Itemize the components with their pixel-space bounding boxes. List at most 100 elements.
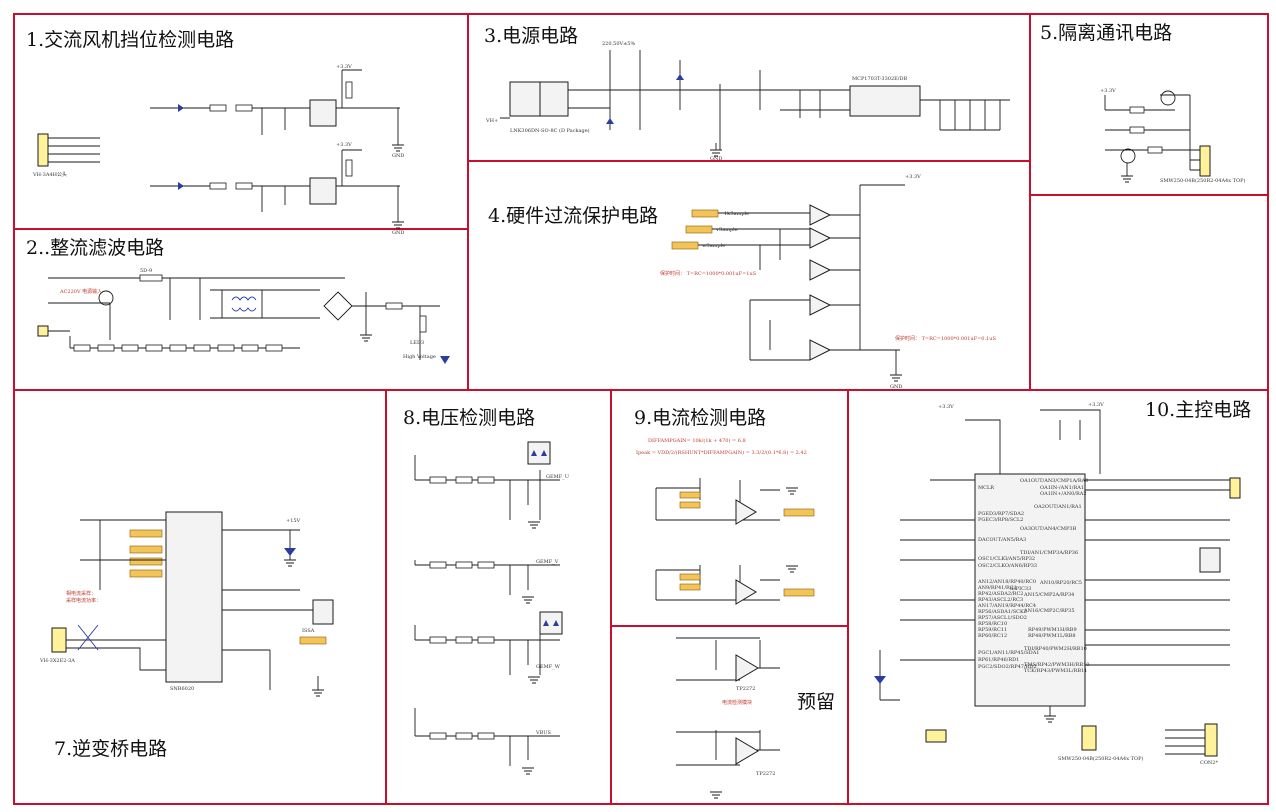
mcu-label: dsPIC33	[1010, 586, 1031, 592]
motor-connector-label: VH-3X2E2-3A	[39, 658, 75, 664]
motor-connector	[51, 627, 67, 653]
inverter-vcc-label: +15V	[286, 518, 301, 524]
vdiv-row-3: GEMF_W	[429, 611, 563, 675]
mcu-pin-14: RP59/RC11	[978, 627, 1007, 633]
inverter-tag: ISSA	[302, 628, 315, 634]
iso-connector-label: SMW250-04B(250R2-04A4x TOP)	[1160, 177, 1245, 184]
mcu-rpin-8: AN16/CMP2C/RP35	[1023, 608, 1075, 614]
mcu-header-j3	[1081, 725, 1097, 751]
panel-title-main-control: 10.主控电路	[1145, 399, 1251, 421]
panel-fan-detect: VH-3A4H公头 GND GND +3.3V +3.3V	[32, 64, 404, 236]
mcu-pin-18: PGC2/SDO2/RP47/RD2	[978, 664, 1037, 670]
mcu-pin-5: OSC2/CLKO/AN6/RP33	[978, 563, 1037, 569]
panel-main-control: dsPIC33 MCLR PGED3/RP7/SDA2 PGEC3/RP8/SC…	[874, 402, 1241, 766]
vdiv-net-1: GEMF_U	[546, 474, 569, 480]
diode-d4	[606, 118, 614, 124]
panel-rectifier: AC220V 电源输入 5D-9 LED3 High Voltage	[37, 268, 450, 364]
optocoupler-u1	[309, 99, 337, 127]
mcu-pin-10: AN17/AN19/RP44/RC4	[977, 603, 1036, 609]
panel-title-rectifier: 2..整流滤波电路	[26, 237, 164, 259]
led3	[440, 356, 450, 364]
diff-amp-1	[735, 499, 757, 525]
vdiv-net-2: GEMF_V	[536, 559, 559, 565]
vdiv-row-4: VBUS	[429, 730, 551, 766]
reserve-opamp-1-label: TP2272	[736, 686, 755, 692]
lnk306-ic	[539, 81, 569, 117]
mcu-rpin-11: TDI/RP40/PWM2H/RB10	[1024, 646, 1087, 652]
mcu-vcc-label-2: +3.3V	[1088, 402, 1104, 408]
mcu-chip	[974, 473, 1086, 707]
vcc-label-p4: +3.3V	[905, 174, 921, 180]
reserve-opamp-1	[735, 654, 759, 682]
diode-d2	[178, 182, 184, 190]
mcu-pin-0: MCLR	[978, 485, 994, 491]
panel-title-power: 3.电源电路	[484, 25, 578, 47]
power-input-label: VH+	[485, 118, 498, 124]
bridge-rectifier	[323, 291, 353, 321]
ldo-label: MCP1703T-3302E/DB	[852, 76, 907, 82]
gnd-label-p3: GND	[710, 156, 722, 162]
mcu-rpin-9: RP49/PWM1H/RB9	[1028, 627, 1077, 633]
mcu-rpin-6: AN10/RP20/RC5	[1039, 580, 1082, 586]
mcu-rpin-5: TDI/AN1/CMP3A/RP36	[1020, 550, 1078, 556]
gnd-label-p1a: GND	[392, 153, 404, 159]
panel-frames	[13, 13, 1269, 805]
panel-voltage-detect: GEMF_U GEMF_V GEMF_W VBUS	[414, 441, 569, 775]
panel-overcurrent: 1kSample vSample wSample 保护时间： T=RC=1000…	[660, 174, 996, 390]
mcu-rpin-10: RP48/PWM1L/RB8	[1028, 633, 1076, 639]
diode-d1	[178, 104, 184, 112]
transistor-q2	[1120, 148, 1136, 164]
panel-title-inverter: 7.逆变桥电路	[54, 738, 167, 760]
oc-formula-1: 保护时间： T=RC=1000*0.001uF=1uS	[660, 270, 757, 277]
mcu-rpin-0: OA1OUT/AN3/CMP1A/RA0	[1020, 478, 1088, 484]
oc-input-2: vSample	[715, 227, 738, 233]
lnk306-label: LNK306DN-SO-8C (D Package)	[510, 127, 590, 134]
tvs-diode-pair	[312, 599, 334, 625]
mcu-pin-3: DACOUT/AN5/RA3	[978, 537, 1026, 543]
mcu-pin-16: PGC1/AN11/RP45/SDA1	[978, 650, 1039, 656]
comparator-5	[809, 339, 832, 361]
thermistor	[139, 274, 163, 282]
diode-d3	[676, 74, 684, 80]
vdiv-net-4: VBUS	[535, 730, 551, 736]
comparator-3	[809, 259, 832, 281]
mcu-rpin-12: TMS/RP42/PWM3H/RB10	[1024, 662, 1089, 668]
power-cap-label: 220,50V±5%	[602, 41, 635, 47]
iso-connector	[1199, 145, 1211, 177]
panel-title-current-detect: 9.电流检测电路	[634, 407, 766, 429]
resistor-chain	[73, 344, 283, 352]
panel-isolation: +3.3V SMW250-04B(250R2-04A4x TOP)	[1100, 88, 1245, 184]
mcu-vcc-label-1: +3.3V	[938, 404, 954, 410]
inverter-note-2: 采样电流功率：	[66, 597, 101, 604]
mcu-pin-6: AN12/AN18/RP40/RC0	[977, 579, 1036, 585]
reserve-opamp-2	[735, 737, 759, 765]
mcu-pin-4: OSC1/CLKI/AN5/RP32	[978, 556, 1035, 562]
mcu-pin-7: AN9/RP41/RC1	[977, 585, 1017, 591]
net-label-isample	[691, 209, 719, 218]
net-label-vsample	[685, 225, 713, 234]
gate-driver-ic	[165, 511, 223, 683]
net-label-wsample	[671, 241, 699, 250]
mcu-tvs	[1199, 547, 1221, 573]
vdiv-row-2: GEMF_V	[429, 559, 559, 595]
mcu-jumper	[925, 729, 947, 743]
mcu-rpin-2: OA1IN+/AN0/RA2	[1040, 491, 1087, 497]
mcu-rpin-13: TCK/RP43/PWM3L/RB11	[1024, 668, 1087, 674]
panel-title-reserve: 预留	[797, 691, 835, 713]
inverter-note-1: 相电流采样：	[66, 590, 96, 597]
common-mode-choke	[231, 296, 257, 312]
shunt-resistor	[77, 624, 99, 651]
led-note: High Voltage	[403, 354, 436, 360]
transistor-q1	[1160, 90, 1176, 106]
gnd-label-p4: GND	[890, 384, 902, 390]
oc-formula-2: 保护时间： T=RC=1000*0.001uF=0.1uS	[895, 335, 996, 342]
thermistor-label: 5D-9	[140, 268, 152, 274]
vdiv-net-3: GEMF_W	[536, 664, 561, 670]
mcu-pin-13: RP58/RC10	[978, 621, 1007, 627]
vdiv-row-1: GEMF_U	[429, 441, 569, 520]
iso-vcc-label: +3.3V	[1100, 88, 1116, 94]
mcu-conn-label-2: CON2*	[1200, 760, 1218, 766]
diff-amp-2	[735, 579, 757, 605]
mcu-pin-8: RP42/ASDA2/RC2	[978, 591, 1023, 597]
